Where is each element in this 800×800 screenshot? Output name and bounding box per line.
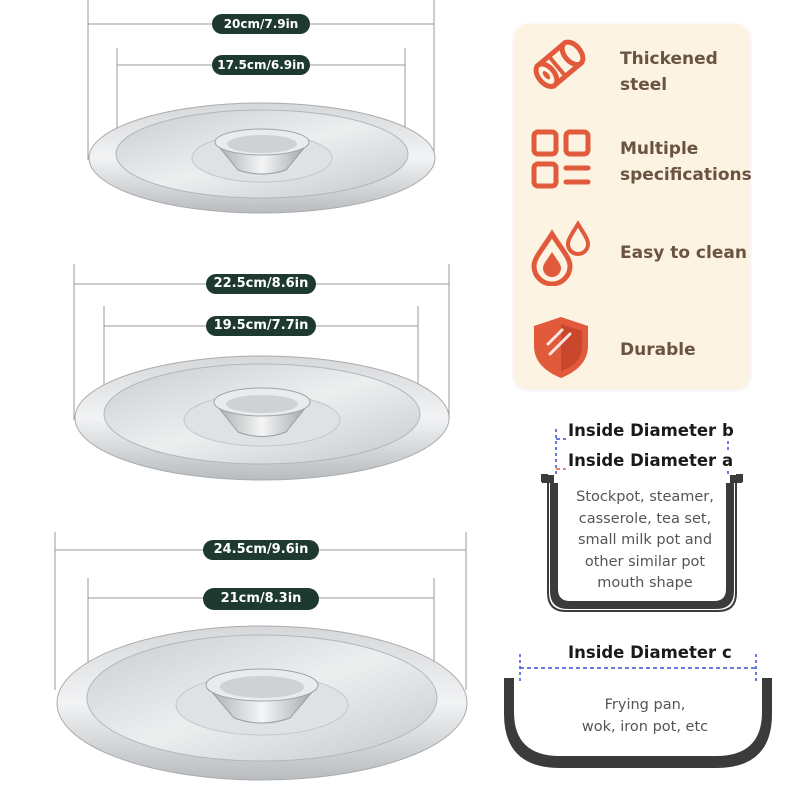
pan-diagram: [504, 654, 772, 768]
feature-multiple-specifications-line2: specifications: [620, 165, 752, 185]
pan-description: Frying pan, wok, iron pot, etc: [560, 695, 730, 738]
lid-small-inner-label: 17.5cm/6.9in: [212, 55, 310, 75]
lid-large-inner-label: 21cm/8.3in: [203, 588, 319, 610]
lids-illustration: [54, 0, 468, 781]
features-card: Thickened steel Multiple specifications …: [514, 24, 752, 389]
lid-medium-outer-label: 22.5cm/8.6in: [206, 274, 316, 294]
lid-small: [87, 0, 436, 214]
feature-easy-to-clean: Easy to clean: [620, 243, 747, 263]
feature-thickened-steel-line2: steel: [620, 75, 668, 95]
feature-thickened-steel-line1: Thickened: [620, 49, 718, 69]
pot-description: Stockpot, steamer, casserole, tea set, s…: [562, 487, 728, 595]
grid-icon: [531, 129, 591, 189]
lid-medium-inner-label: 19.5cm/7.7in: [206, 316, 316, 336]
feature-multiple-specifications-line1: Multiple: [620, 139, 699, 159]
pot-description-line: mouth shape: [597, 575, 693, 591]
inside-diameter-c-label: Inside Diameter c: [566, 643, 734, 662]
lid-small-outer-label: 20cm/7.9in: [212, 14, 310, 34]
pot-description-line: small milk pot and: [577, 532, 713, 548]
inside-diameter-b-label: Inside Diameter b: [566, 421, 736, 440]
lid-large: [54, 532, 468, 781]
lid-medium: [73, 264, 450, 481]
water-drops-icon: [531, 220, 591, 286]
steel-tube-icon: [533, 39, 586, 89]
pan-description-line: Frying pan,: [604, 697, 686, 713]
pot-description-line: casserole, tea set,: [578, 510, 712, 527]
lid-large-outer-label: 24.5cm/9.6in: [203, 540, 319, 560]
pot-description-line: other similar pot: [584, 553, 706, 570]
shield-icon: [534, 317, 588, 378]
feature-durable: Durable: [620, 340, 696, 360]
pot-description-line: Stockpot, steamer,: [576, 489, 714, 505]
pan-description-line: wok, iron pot, etc: [581, 718, 709, 735]
inside-diameter-a-label: Inside Diameter a: [566, 451, 736, 470]
